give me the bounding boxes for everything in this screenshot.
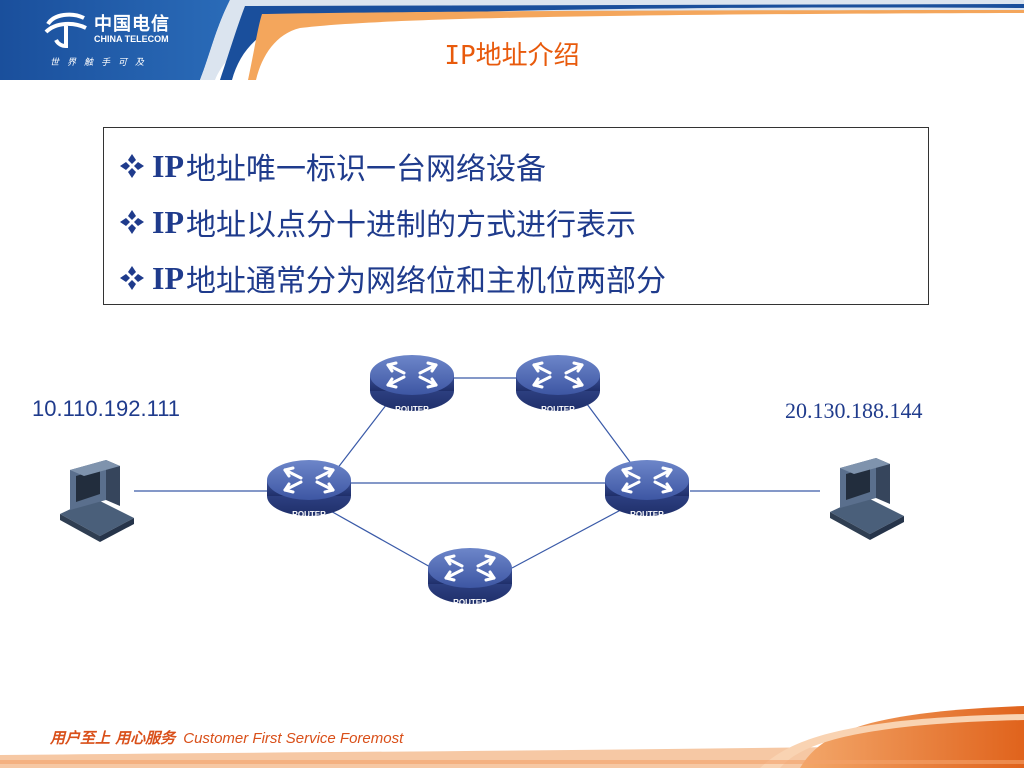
diamond-bullet-icon — [120, 210, 144, 234]
bullet-item: IP 地址以点分十进制的方式进行表示 — [118, 194, 928, 250]
diamond-bullet-icon — [120, 266, 144, 290]
network-links — [134, 377, 820, 569]
header-banner — [0, 0, 1024, 80]
footer-banner — [0, 706, 1024, 768]
router-label: ROUTER — [541, 405, 575, 414]
bullet-list: IP 地址唯一标识一台网络设备 IP 地址以点分十进制的方式进行表示 IP 地址… — [103, 127, 929, 305]
router-bottom: ROUTER — [426, 546, 514, 607]
destination-ip-address: 20.130.188.144 — [785, 398, 923, 423]
bullet-text: 地址通常分为网络位和主机位两部分 — [186, 264, 666, 299]
china-telecom-logo: 中国电信 CHINA TELECOM 世界触手可及 — [42, 10, 202, 74]
bullet-prefix: IP — [152, 147, 184, 184]
source-ip-address: 10.110.192.111 — [32, 396, 181, 421]
network-diagram: ROUTER ROUTER ROUTER ROUTER ROUTER — [60, 353, 904, 607]
diamond-bullet-icon — [120, 154, 144, 178]
link — [583, 399, 631, 463]
link — [319, 504, 433, 569]
footer-slogan-cn: 用户至上 用心服务 — [50, 729, 176, 747]
bullet-prefix: IP — [152, 259, 184, 296]
router-label: ROUTER — [630, 510, 664, 519]
bullet-item: IP 地址唯一标识一台网络设备 — [118, 138, 928, 194]
router-top-right: ROUTER — [514, 353, 602, 414]
router-left: ROUTER — [265, 458, 353, 519]
router-right: ROUTER — [603, 458, 691, 519]
footer-slogan-en: Customer First Service Foremost — [183, 730, 404, 747]
logo-slogan: 世界触手可及 — [50, 58, 153, 68]
logo-chinese-name: 中国电信 — [94, 14, 170, 35]
source-computer-icon — [60, 460, 134, 542]
link — [329, 399, 391, 479]
link — [511, 504, 631, 569]
bullet-text: 地址以点分十进制的方式进行表示 — [186, 208, 636, 243]
router-label: ROUTER — [395, 405, 429, 414]
bullet-item: IP 地址通常分为网络位和主机位两部分 — [118, 250, 928, 306]
bullet-text: 地址唯一标识一台网络设备 — [186, 152, 546, 187]
slide-title: IP地址介绍 — [444, 41, 580, 71]
bullet-prefix: IP — [152, 203, 184, 240]
telecom-logo-icon — [44, 12, 87, 49]
router-top-left: ROUTER — [368, 353, 456, 414]
router-label: ROUTER — [453, 598, 487, 607]
destination-computer-icon — [830, 458, 904, 540]
logo-english-name: CHINA TELECOM — [94, 34, 169, 44]
footer-slogan: 用户至上 用心服务 Customer First Service Foremost — [50, 727, 403, 748]
router-label: ROUTER — [292, 510, 326, 519]
